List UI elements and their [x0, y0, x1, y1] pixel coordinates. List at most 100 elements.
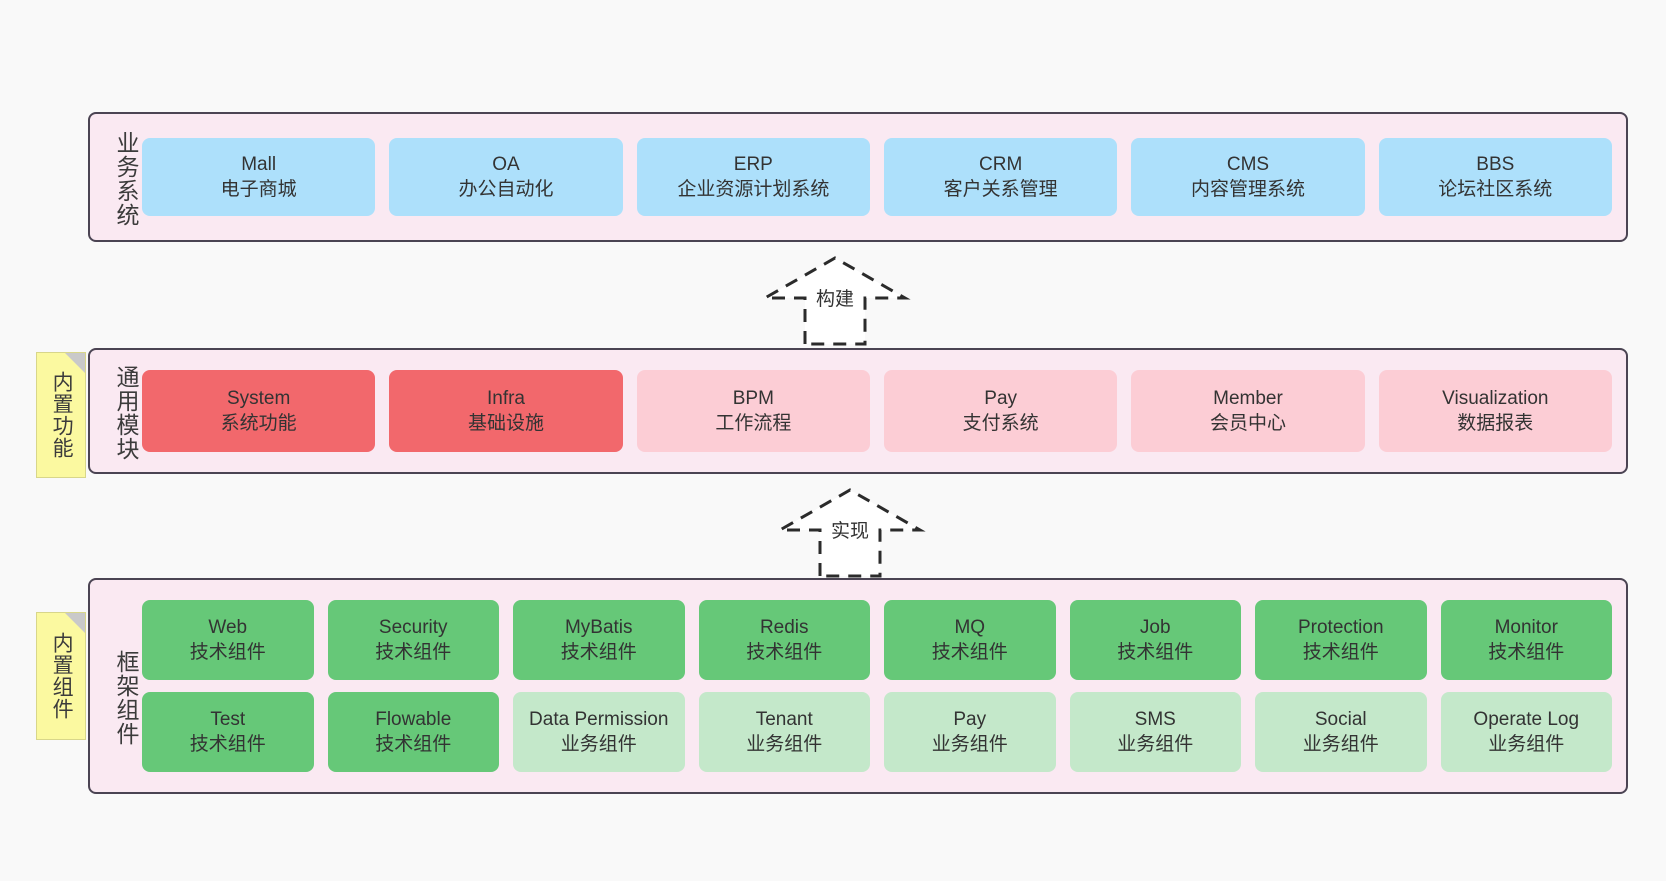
node-cms[interactable]: CMS 内容管理系统 — [1131, 138, 1365, 216]
framework-row-business: Test 技术组件 Flowable 技术组件 Data Permission … — [142, 692, 1612, 772]
node-title: MQ — [954, 616, 986, 638]
layer-body-business-systems: Mall 电子商城 OA 办公自动化 ERP 企业资源计划系统 CRM 客户关系… — [138, 114, 1626, 240]
layer-body-framework-components: Web 技术组件 Security 技术组件 MyBatis 技术组件 Redi… — [138, 580, 1626, 792]
sticky-note-label: 内置功能 — [50, 371, 74, 459]
node-title: MyBatis — [564, 616, 633, 638]
node-title: Infra — [486, 387, 525, 409]
layer-title-business-systems: 业务系统 — [113, 131, 139, 227]
node-desc: 技术组件 — [1302, 642, 1379, 663]
node-mall[interactable]: Mall 电子商城 — [142, 138, 376, 216]
node-erp[interactable]: ERP 企业资源计划系统 — [636, 138, 870, 216]
page-fold-corner-icon — [65, 353, 85, 373]
layer-framework-components: 框架组件 Web 技术组件 Security 技术组件 MyBatis 技术组件… — [88, 578, 1628, 794]
node-title: CRM — [979, 153, 1023, 175]
node-title: Mall — [241, 153, 277, 175]
node-title: SMS — [1134, 708, 1176, 730]
node-social[interactable]: Social 业务组件 — [1255, 692, 1427, 772]
node-title: System — [226, 387, 291, 409]
sticky-note-label: 内置组件 — [50, 632, 74, 720]
node-operate-log[interactable]: Operate Log 业务组件 — [1440, 692, 1612, 772]
sticky-note-builtin-features: 内置功能 — [36, 352, 86, 478]
node-desc: 业务组件 — [931, 734, 1008, 755]
connector-build-label: 构建 — [815, 289, 854, 310]
node-desc: 技术组件 — [189, 734, 266, 755]
node-desc: 技术组件 — [560, 642, 637, 663]
dashed-hollow-arrow-up-icon — [774, 488, 926, 578]
node-title: ERP — [733, 153, 773, 175]
node-desc: 技术组件 — [375, 734, 452, 755]
node-desc: 业务组件 — [1117, 734, 1194, 755]
node-desc: 系统功能 — [220, 413, 297, 434]
page-fold-corner-icon — [65, 613, 85, 633]
node-desc: 技术组件 — [1488, 642, 1565, 663]
node-oa[interactable]: OA 办公自动化 — [389, 138, 623, 216]
node-desc: 业务组件 — [560, 734, 637, 755]
node-desc: 内容管理系统 — [1190, 179, 1305, 200]
layer-business-systems: 业务系统 Mall 电子商城 OA 办公自动化 ERP 企业资源计划系统 CRM… — [88, 112, 1628, 242]
node-desc: 数据报表 — [1457, 413, 1534, 434]
node-title: Redis — [759, 616, 809, 638]
node-title: BBS — [1476, 153, 1515, 175]
node-desc: 技术组件 — [189, 642, 266, 663]
connector-build: 构建 — [755, 256, 915, 346]
node-desc: 论坛社区系统 — [1438, 179, 1553, 200]
node-title: Test — [210, 708, 246, 730]
node-desc: 会员中心 — [1209, 413, 1286, 434]
node-pay-business[interactable]: Pay 业务组件 — [884, 692, 1056, 772]
node-bpm[interactable]: BPM 工作流程 — [636, 370, 870, 452]
node-web[interactable]: Web 技术组件 — [142, 600, 314, 680]
node-mybatis[interactable]: MyBatis 技术组件 — [513, 600, 685, 680]
node-flowable[interactable]: Flowable 技术组件 — [327, 692, 499, 772]
connector-implement: 实现 — [770, 488, 930, 578]
node-title: Job — [1139, 616, 1171, 638]
node-desc: 技术组件 — [931, 642, 1008, 663]
node-desc: 企业资源计划系统 — [677, 179, 830, 200]
node-title: OA — [492, 153, 520, 175]
node-title: Monitor — [1494, 616, 1558, 638]
node-title: Tenant — [755, 708, 813, 730]
node-title: Pay — [953, 708, 987, 730]
layer-title-framework-components: 框架组件 — [113, 650, 139, 746]
node-desc: 技术组件 — [375, 642, 452, 663]
dashed-hollow-arrow-up-icon — [759, 256, 911, 346]
node-desc: 业务组件 — [746, 734, 823, 755]
node-test[interactable]: Test 技术组件 — [142, 692, 314, 772]
node-tenant[interactable]: Tenant 业务组件 — [698, 692, 870, 772]
node-title: Web — [208, 616, 248, 638]
node-title: Social — [1314, 708, 1367, 730]
node-infra[interactable]: Infra 基础设施 — [389, 370, 623, 452]
node-title: Operate Log — [1473, 708, 1580, 730]
node-title: Data Permission — [529, 708, 669, 730]
node-system[interactable]: System 系统功能 — [142, 370, 376, 452]
node-job[interactable]: Job 技术组件 — [1069, 600, 1241, 680]
node-monitor[interactable]: Monitor 技术组件 — [1440, 600, 1612, 680]
node-desc: 电子商城 — [220, 179, 297, 200]
node-desc: 支付系统 — [962, 413, 1039, 434]
node-desc: 客户关系管理 — [943, 179, 1058, 200]
node-title: CMS — [1226, 153, 1270, 175]
framework-row-technical: Web 技术组件 Security 技术组件 MyBatis 技术组件 Redi… — [142, 600, 1612, 680]
node-desc: 工作流程 — [715, 413, 792, 434]
sticky-note-builtin-components: 内置组件 — [36, 612, 86, 740]
node-member[interactable]: Member 会员中心 — [1131, 370, 1365, 452]
layer-title-common-modules: 通用模块 — [113, 365, 139, 461]
node-desc: 技术组件 — [1117, 642, 1194, 663]
layer-common-modules: 通用模块 System 系统功能 Infra 基础设施 BPM 工作流程 Pay… — [88, 348, 1628, 474]
node-bbs[interactable]: BBS 论坛社区系统 — [1378, 138, 1612, 216]
node-sms[interactable]: SMS 业务组件 — [1069, 692, 1241, 772]
node-security[interactable]: Security 技术组件 — [327, 600, 499, 680]
node-title: Flowable — [375, 708, 452, 730]
node-visualization[interactable]: Visualization 数据报表 — [1378, 370, 1612, 452]
node-desc: 业务组件 — [1488, 734, 1565, 755]
node-mq[interactable]: MQ 技术组件 — [884, 600, 1056, 680]
node-desc: 业务组件 — [1302, 734, 1379, 755]
node-protection[interactable]: Protection 技术组件 — [1255, 600, 1427, 680]
node-title: Security — [378, 616, 448, 638]
node-pay[interactable]: Pay 支付系统 — [883, 370, 1118, 452]
node-data-permission[interactable]: Data Permission 业务组件 — [513, 692, 685, 772]
node-desc: 技术组件 — [746, 642, 823, 663]
node-title: BPM — [732, 387, 774, 409]
node-redis[interactable]: Redis 技术组件 — [698, 600, 870, 680]
node-crm[interactable]: CRM 客户关系管理 — [883, 138, 1118, 216]
